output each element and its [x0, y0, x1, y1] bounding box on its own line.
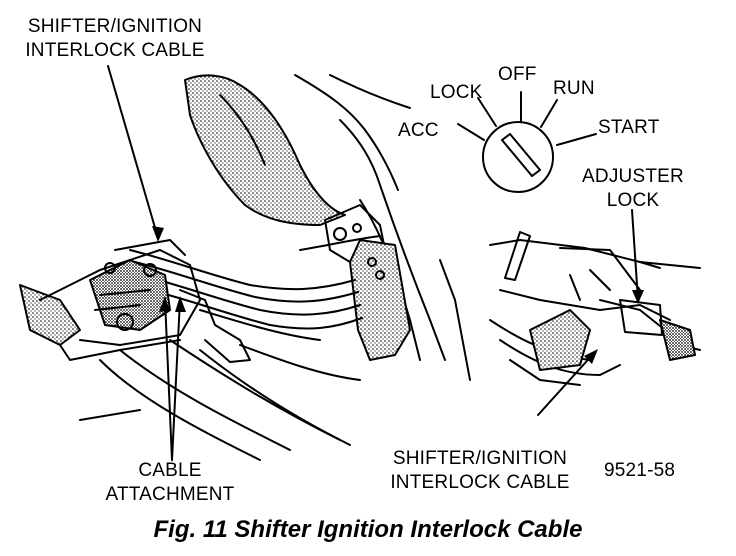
cable-bundle	[129, 249, 363, 341]
start-label: START	[598, 117, 660, 138]
adjuster-lock-leader	[631, 209, 639, 301]
top-cable-leader	[107, 65, 159, 239]
callout-leaders	[107, 65, 639, 461]
column-shroud	[184, 74, 346, 226]
run-label: RUN	[553, 78, 595, 99]
cable-attachment-label-line1: CABLE	[138, 460, 202, 481]
top-cable-arrowhead	[152, 226, 164, 242]
adjuster-lock-label-line2: LOCK	[606, 190, 660, 211]
shifter-mechanism	[19, 239, 251, 363]
switch-position-leaders	[457, 91, 597, 146]
bottom-cable-leader	[537, 351, 596, 416]
bottom-cable-label-line2: INTERLOCK CABLE	[390, 472, 570, 493]
cable-attachment-label-line2: ATTACHMENT	[105, 484, 235, 505]
inset-detail	[489, 231, 701, 386]
figure-code: 9521-58	[604, 460, 676, 481]
figure-caption: Fig. 11 Shifter Ignition Interlock Cable	[153, 516, 583, 543]
acc-label: ACC	[398, 120, 439, 141]
cable-attachment-arrowhead-2	[159, 296, 170, 312]
column-bracket	[324, 204, 411, 361]
lock-label: LOCK	[430, 82, 483, 103]
bottom-cable-label-line1: SHIFTER/IGNITION	[392, 448, 568, 469]
adjuster-lock-label-line1: ADJUSTER	[582, 166, 684, 187]
cable-attachment-arrowhead-1	[175, 296, 186, 312]
bottom-cable-arrowhead	[584, 349, 598, 364]
cable-attachment-leader-1	[171, 299, 181, 461]
ignition-switch-dial	[482, 121, 554, 193]
cable-attachment-leader-2	[164, 299, 173, 461]
lower-tubes	[79, 339, 361, 461]
top-cable-label-line2: INTERLOCK CABLE	[25, 40, 205, 61]
adjuster-lock-arrowhead	[632, 290, 644, 304]
off-label: OFF	[498, 64, 537, 85]
top-cable-label-line1: SHIFTER/IGNITION	[27, 16, 203, 37]
